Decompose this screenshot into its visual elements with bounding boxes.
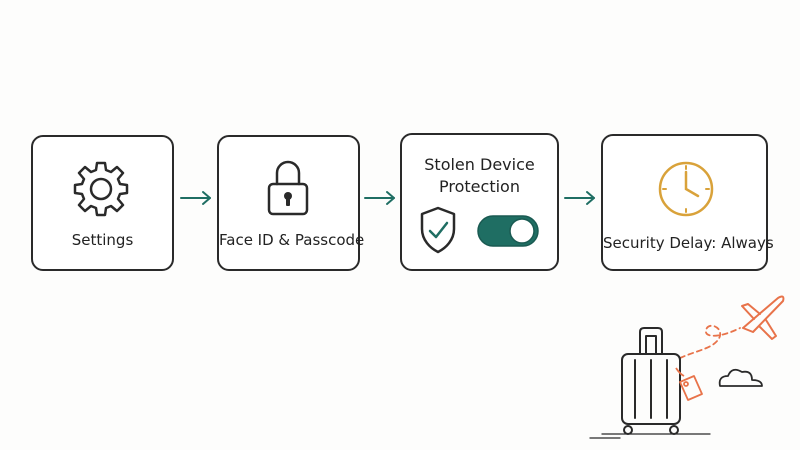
clock-icon bbox=[658, 161, 714, 217]
airplane-icon bbox=[741, 295, 785, 340]
arrow-right-icon bbox=[180, 191, 211, 205]
ground-line bbox=[589, 433, 711, 439]
lock-icon bbox=[267, 160, 309, 216]
step-label-security-delay: Security Delay: Always bbox=[603, 234, 774, 252]
luggage-tag-icon bbox=[675, 367, 703, 401]
step-face-id-passcode[interactable]: Face ID & Passcode bbox=[217, 135, 365, 271]
flight-path bbox=[679, 324, 741, 359]
arrow-right-icon bbox=[364, 191, 395, 205]
arrow-right-icon bbox=[564, 191, 595, 205]
shield-check-icon bbox=[420, 206, 456, 254]
cloud-icon bbox=[718, 368, 763, 387]
step-label-face-id: Face ID & Passcode bbox=[219, 231, 365, 249]
step-title-line-1: Stolen Device bbox=[424, 155, 535, 174]
step-stolen-device-protection[interactable]: Stolen Device Protection bbox=[400, 133, 559, 271]
suitcase-icon bbox=[621, 327, 681, 435]
step-title-line-2: Protection bbox=[439, 177, 520, 196]
step-label-settings: Settings bbox=[71, 231, 134, 249]
travel-illustration bbox=[589, 295, 785, 439]
step-settings[interactable]: Settings bbox=[31, 135, 174, 271]
gear-icon bbox=[73, 161, 129, 217]
step-security-delay[interactable]: Security Delay: Always bbox=[601, 134, 774, 271]
toggle-switch[interactable] bbox=[476, 213, 540, 249]
